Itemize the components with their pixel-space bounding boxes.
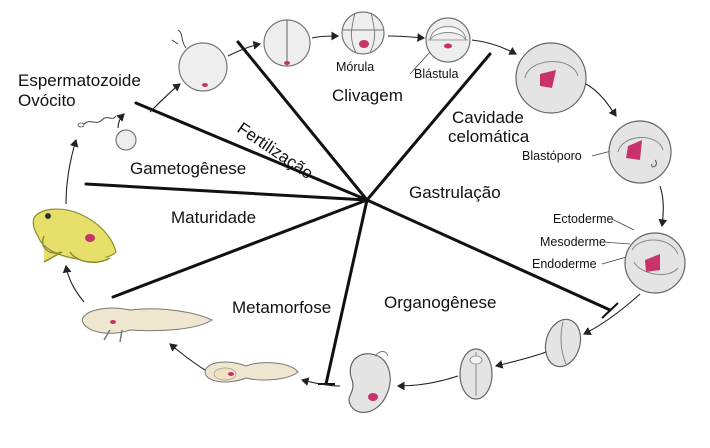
- older-tadpole: [81, 307, 214, 343]
- label-blastopore: Blastóporo: [522, 149, 582, 163]
- label-blastula: Blástula: [414, 67, 459, 81]
- label-oocyte: Ovócito: [18, 91, 76, 110]
- adult-frog: [32, 208, 117, 264]
- sperm-cell: [77, 115, 117, 128]
- neurula-embryo-1: [544, 318, 582, 368]
- fertilized-egg: [171, 29, 228, 92]
- cycle-arrows: [62, 31, 668, 391]
- stage-label-gastrulation: Gastrulação: [409, 183, 501, 202]
- gastrula-embryo-3: [624, 232, 686, 294]
- egg-cell: [115, 129, 137, 151]
- neurula-embryo-2: [459, 348, 493, 400]
- stage-label-gametogenesis: Gametogênese: [130, 159, 246, 178]
- stage-label-metamorphosis: Metamorfose: [232, 298, 331, 317]
- label-endoderm: Endoderme: [532, 257, 597, 271]
- label-ectoderm: Ectoderme: [553, 212, 613, 226]
- tailbud-embryo: [348, 351, 391, 413]
- label-mesoderm: Mesoderme: [540, 235, 606, 249]
- blastula-embryo: [425, 17, 471, 63]
- label-coelom-2: celomática: [448, 127, 530, 146]
- label-coelom-1: Cavidade: [452, 108, 524, 127]
- morula-embryo: [341, 11, 385, 55]
- stage-divider-lines: [84, 40, 612, 386]
- stage-label-cleavage: Clivagem: [332, 86, 403, 105]
- label-sperm: Espermatozoide: [18, 71, 141, 90]
- two-cell-embryo: [263, 19, 311, 67]
- young-tadpole: [204, 361, 299, 383]
- gastrula-embryo-1: [515, 42, 587, 114]
- label-morula: Mórula: [336, 60, 374, 74]
- stage-label-maturity: Maturidade: [171, 208, 256, 227]
- gastrula-embryo-2: [608, 120, 672, 184]
- stage-label-organogenesis: Organogênese: [384, 293, 496, 312]
